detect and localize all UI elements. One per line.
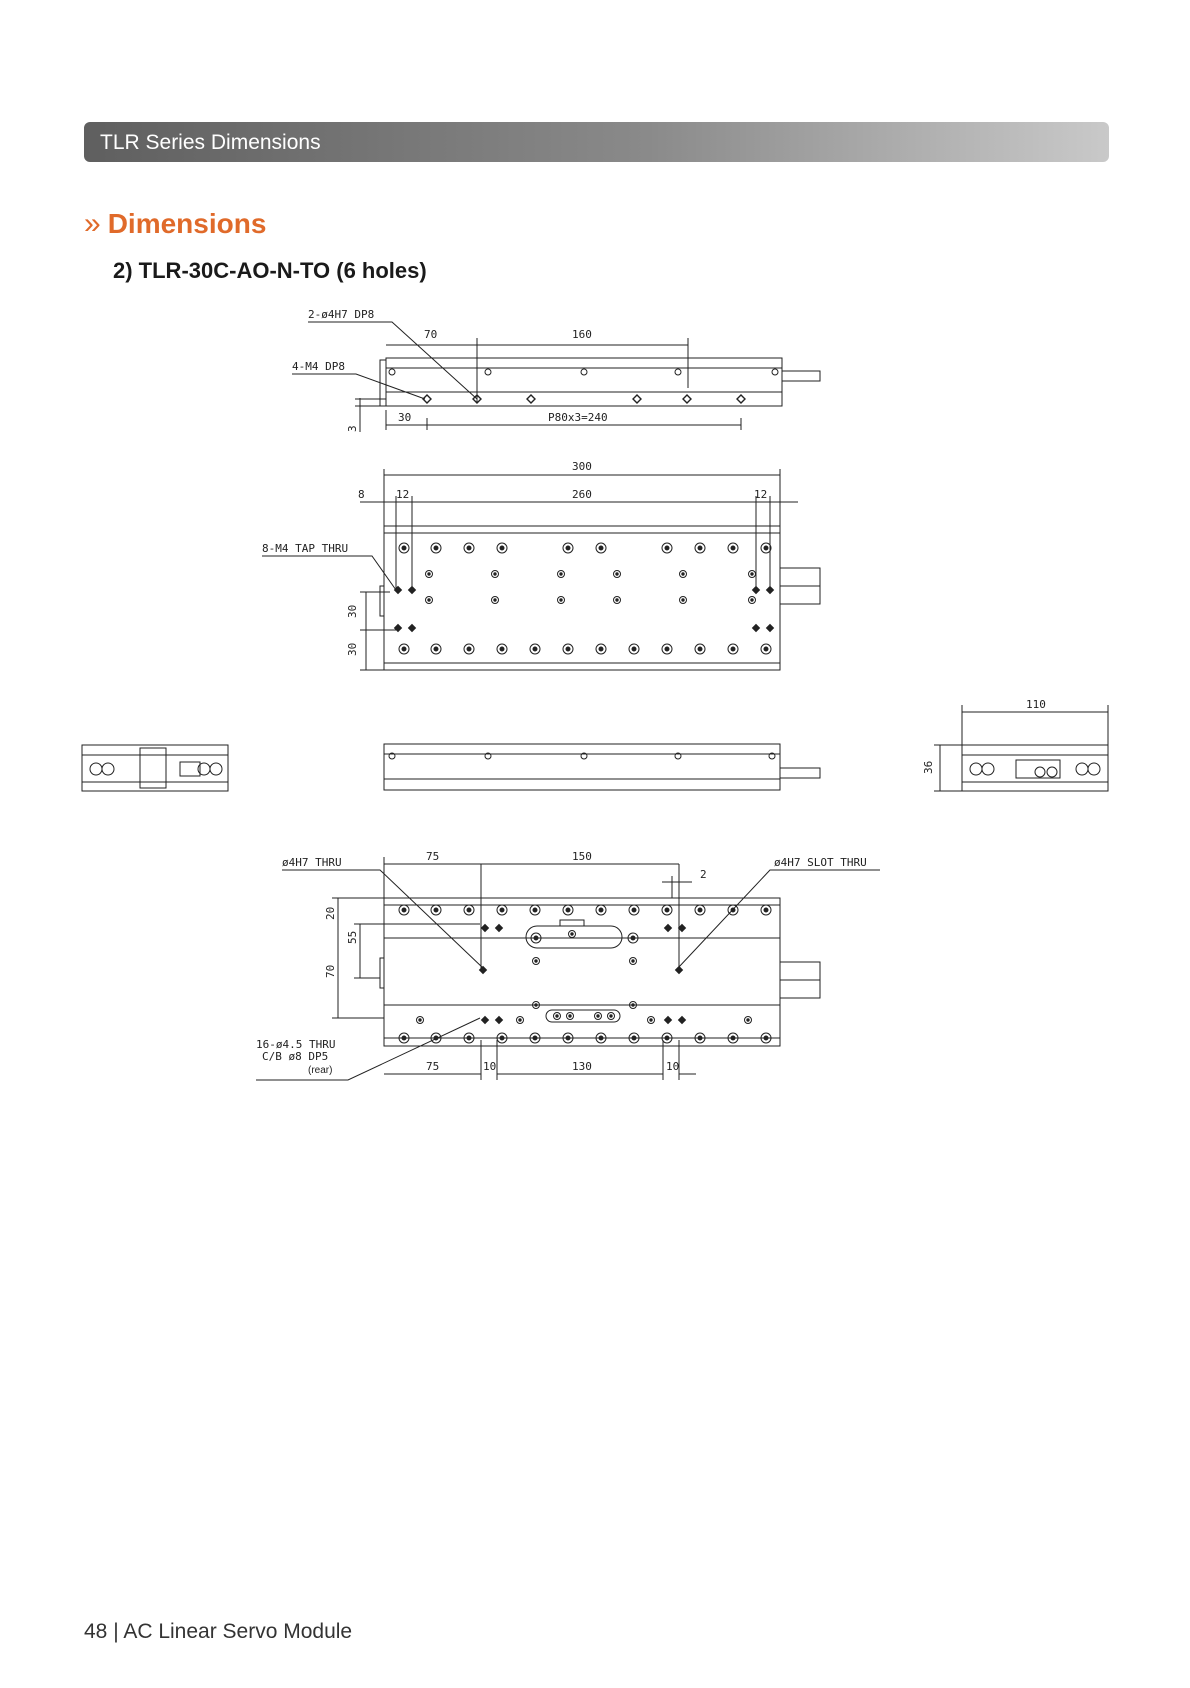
page-footer: 48 | AC Linear Servo Module xyxy=(84,1620,353,1643)
plan-view-dims xyxy=(262,469,798,671)
dim-p80: P80x3=240 xyxy=(548,411,608,424)
section-heading: » Dimensions xyxy=(84,206,266,242)
dim-70-vertical: 70 xyxy=(324,965,337,978)
note-cb-depth: C/B ø8 DP5 xyxy=(262,1050,328,1063)
plan-view-bottom-dims xyxy=(256,857,880,1081)
dim-300: 300 xyxy=(572,460,592,473)
dim-8: 8 xyxy=(358,488,365,501)
dim-12-right: 12 xyxy=(754,488,767,501)
side-view-middle xyxy=(383,743,821,791)
dim-30-vertical-top: 30 xyxy=(346,605,359,618)
dim-160: 160 xyxy=(572,328,592,341)
model-subtitle: 2) TLR-30C-AO-N-TO (6 holes) xyxy=(113,258,427,283)
dim-70: 70 xyxy=(424,328,437,341)
note-pin-holes: 2-ø4H7 DP8 xyxy=(308,308,374,321)
dim-20: 20 xyxy=(324,907,337,920)
dim-110: 110 xyxy=(1026,698,1046,711)
dim-12-left: 12 xyxy=(396,488,409,501)
dim-55: 55 xyxy=(346,931,359,944)
dim-260: 260 xyxy=(572,488,592,501)
note-h7-thru: ø4H7 THRU xyxy=(282,856,342,869)
section-title: Dimensions xyxy=(107,208,267,239)
note-rear: (rear) xyxy=(308,1065,332,1076)
note-tap-thru: 8-M4 TAP THRU xyxy=(262,542,348,555)
header-title: TLR Series Dimensions xyxy=(100,131,321,154)
note-m4: 4-M4 DP8 xyxy=(292,360,345,373)
dim-150: 150 xyxy=(572,850,592,863)
dim-10-left: 10 xyxy=(483,1060,496,1073)
note-cb-holes: 16-ø4.5 THRU xyxy=(256,1038,335,1051)
end-view-left xyxy=(81,744,229,792)
note-h7-slot-thru: ø4H7 SLOT THRU xyxy=(774,856,867,869)
dim-75-top: 75 xyxy=(426,850,439,863)
dim-36: 36 xyxy=(922,761,935,774)
end-view-right xyxy=(934,705,1109,792)
side-view-top xyxy=(292,321,821,432)
dim-2: 2 xyxy=(700,868,707,881)
dim-3: 3 xyxy=(346,425,359,432)
dim-75-bottom: 75 xyxy=(426,1060,439,1073)
chevron-icon: » xyxy=(84,207,101,240)
section-header-bar: TLR Series Dimensions xyxy=(84,122,1109,162)
dim-130: 130 xyxy=(572,1060,592,1073)
dim-30-vertical-bottom: 30 xyxy=(346,643,359,656)
plan-view-bottom xyxy=(379,864,821,1047)
dim-10-right: 10 xyxy=(666,1060,679,1073)
dim-30: 30 xyxy=(398,411,411,424)
plan-view-top xyxy=(379,525,821,671)
